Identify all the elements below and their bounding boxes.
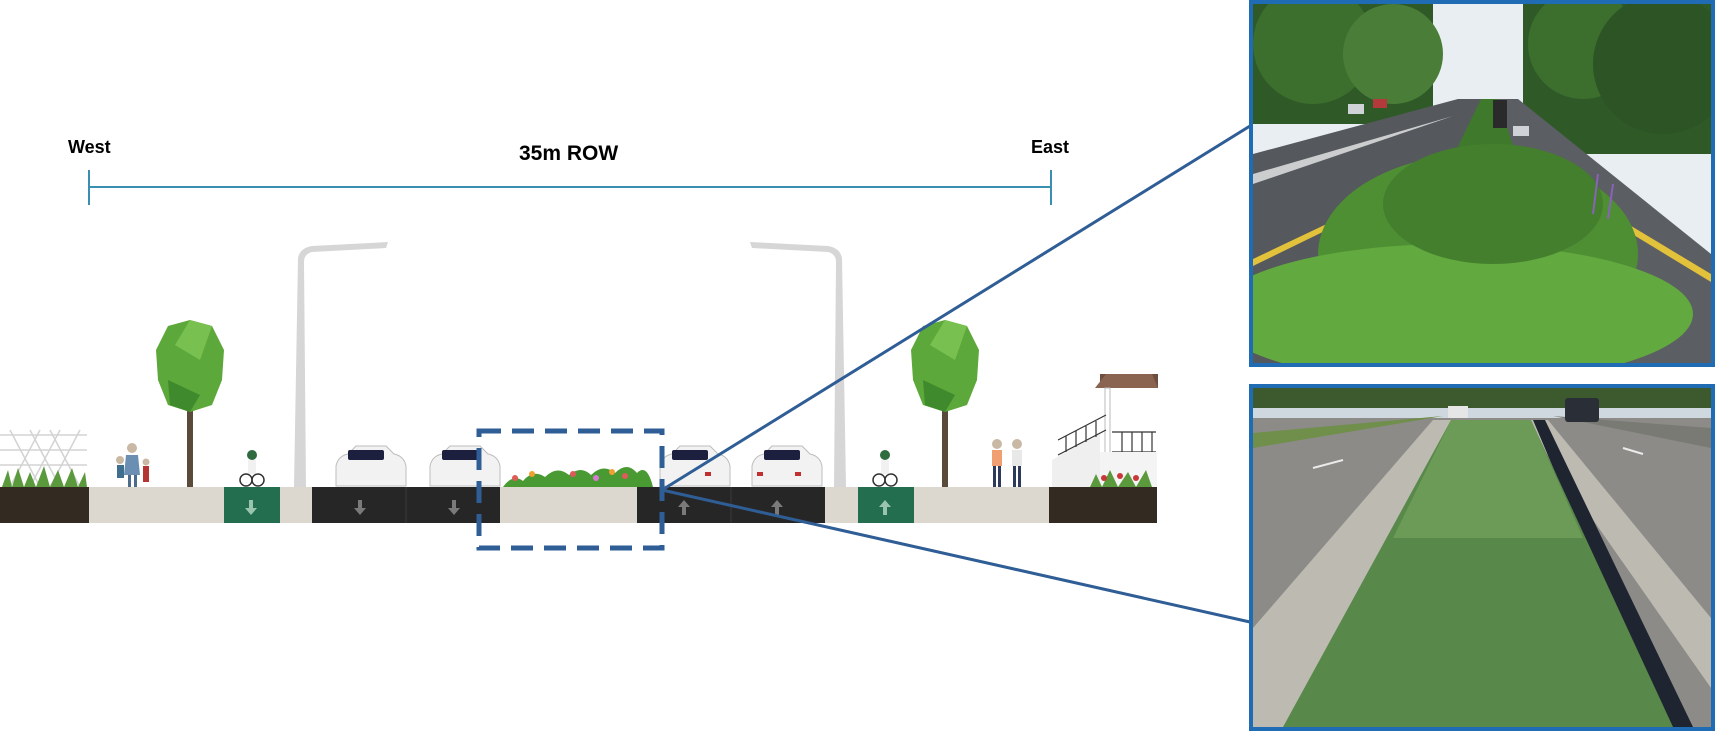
west-planting xyxy=(2,466,87,487)
tree-icon xyxy=(911,320,979,487)
arrow-up-icon xyxy=(879,500,891,515)
car-icon xyxy=(659,445,731,487)
arrow-down-icon xyxy=(448,500,460,515)
car-icon xyxy=(751,445,823,487)
planted-median-image xyxy=(1253,4,1711,363)
pedestrian-icon xyxy=(992,439,1022,488)
cyclist-icon xyxy=(239,450,265,487)
porch-icon xyxy=(1052,374,1158,488)
street-light-icon xyxy=(750,242,846,487)
turf-median-photo xyxy=(1249,384,1715,731)
turf-median-image xyxy=(1253,388,1711,727)
ground-surface xyxy=(0,487,1157,523)
arrow-up-icon xyxy=(678,500,690,515)
street-light-icon xyxy=(294,242,388,487)
car-icon xyxy=(335,445,407,487)
planted-median-photo xyxy=(1249,0,1715,367)
cyclist-icon xyxy=(872,450,898,487)
arrow-down-icon xyxy=(354,500,366,515)
east-planting xyxy=(1090,470,1152,487)
car-icon xyxy=(429,445,501,487)
west-label: West xyxy=(68,137,111,157)
pedestrian-icon xyxy=(116,443,150,489)
east-label: East xyxy=(1031,137,1070,157)
arrow-up-icon xyxy=(771,500,783,515)
row-width-label: 35m ROW xyxy=(519,142,619,165)
row-dimension-line xyxy=(88,170,1052,205)
arrow-down-icon xyxy=(245,500,257,515)
callout-lines xyxy=(661,124,1251,624)
tree-icon xyxy=(156,320,224,487)
median-planting xyxy=(503,467,653,487)
